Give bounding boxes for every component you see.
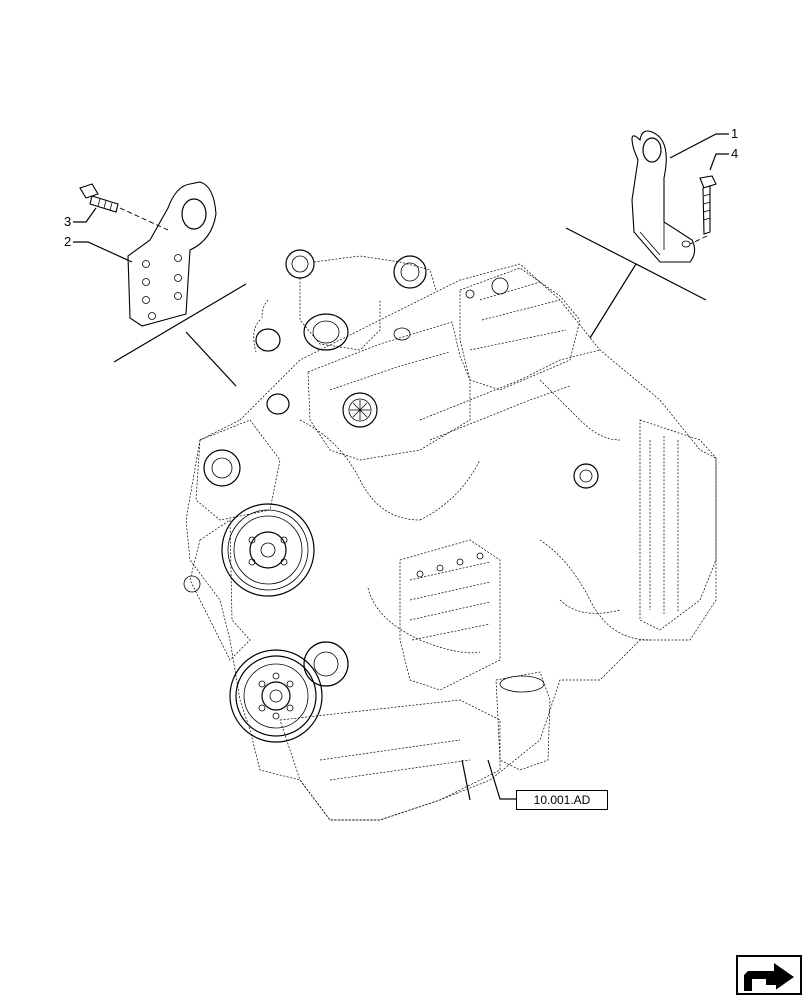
bolt-front xyxy=(79,183,119,213)
leader-4 xyxy=(709,153,729,171)
lifting-bracket-front xyxy=(127,181,217,327)
leader-3 xyxy=(73,207,97,223)
bolt-rear xyxy=(699,175,717,235)
engine-assembly xyxy=(183,249,717,821)
callout-2: 2 xyxy=(64,234,72,249)
reference-leader xyxy=(487,759,516,800)
turbocharger xyxy=(253,249,437,353)
callout-4: 4 xyxy=(731,146,739,161)
assembly-line-rear xyxy=(689,235,708,245)
assembly-line-front xyxy=(119,207,169,231)
callout-3: 3 xyxy=(64,214,72,229)
arrow-navigation-icon[interactable] xyxy=(736,955,802,995)
location-indicator-rear xyxy=(565,227,707,339)
belt-pulley xyxy=(221,503,315,597)
lifting-bracket-rear xyxy=(631,130,696,263)
callout-1: 1 xyxy=(731,126,739,141)
reference-link-box[interactable]: 10.001.AD xyxy=(516,790,608,810)
location-indicator-front xyxy=(113,283,247,387)
crankshaft-damper xyxy=(229,649,323,743)
leader-1 xyxy=(669,133,729,159)
leader-2 xyxy=(73,241,133,263)
